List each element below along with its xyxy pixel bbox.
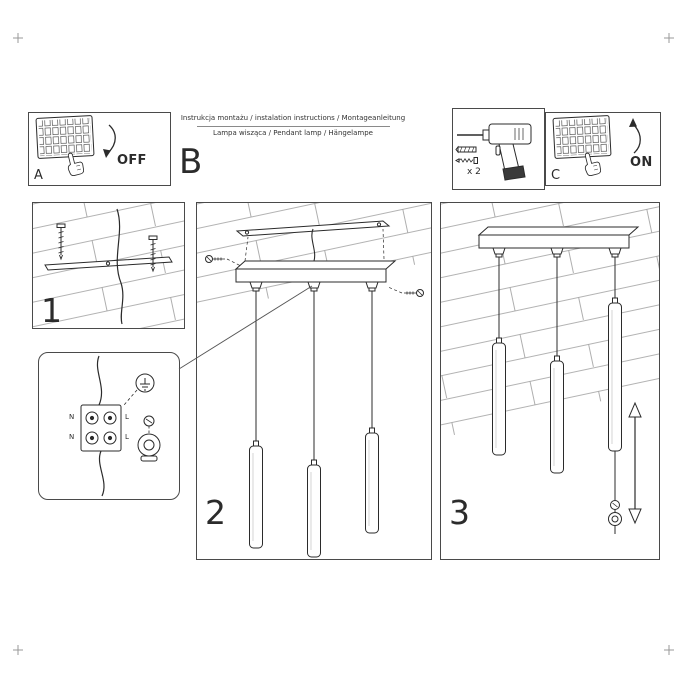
cord-grip (608, 247, 622, 258)
step1-illustration (33, 203, 184, 328)
panel-a-label: A (34, 168, 43, 183)
tools-panel: x 2 (452, 108, 545, 190)
pendant-tube (249, 291, 263, 549)
mounting-rail (44, 256, 173, 271)
power-on-panel: ON C (545, 112, 661, 186)
terminal-n-bottom-label: N (69, 433, 75, 441)
wiring-illustration (80, 355, 161, 497)
mounting-screw-icon (454, 157, 478, 164)
wall-plug-icon (455, 145, 477, 154)
step3-number: 3 (449, 493, 470, 532)
canopy (234, 260, 397, 292)
lamp-wire (99, 450, 105, 497)
power-cable (116, 208, 124, 325)
light-switch-icon (552, 115, 612, 159)
terminal-n-top-label: N (69, 413, 75, 421)
side-screw-icon (205, 255, 244, 268)
screw-icon (56, 223, 66, 261)
power-off-illustration (35, 115, 116, 176)
step3-illustration (441, 203, 659, 534)
off-label: OFF (117, 153, 147, 168)
pendant-tube (307, 291, 321, 558)
pendant-tube (550, 257, 564, 474)
side-screw-icon (387, 286, 424, 297)
flip-up-arrow-icon (629, 118, 641, 154)
center-cable (311, 228, 316, 262)
terminal-l-bottom-label: L (125, 433, 129, 441)
hand-icon (67, 152, 85, 176)
product-title: Lampa wisząca / Pendant lamp / Hängelamp… (213, 129, 373, 137)
canopy (477, 226, 640, 258)
panel-c-label: C (551, 168, 561, 183)
step1-panel: 1 (32, 202, 185, 330)
header-divider (197, 126, 390, 127)
assembly-leader (244, 236, 249, 262)
section-b-label: B (179, 142, 203, 182)
on-label: ON (630, 155, 653, 170)
mounting-rail (235, 220, 391, 237)
strain-relief-icon (137, 415, 161, 462)
step2-illustration (197, 203, 431, 558)
step2-panel: 2 (196, 202, 432, 560)
anchors-count-label: x 2 (467, 167, 481, 177)
supply-wire (96, 355, 103, 406)
power-on-illustration (552, 115, 641, 176)
cord-grip (550, 247, 564, 258)
flip-down-arrow-icon (103, 124, 116, 158)
drill-illustration (454, 123, 532, 181)
terminal-block (80, 404, 122, 452)
earth-symbol-icon (123, 373, 155, 406)
pendant-tube (492, 257, 506, 456)
pendant-tube (365, 291, 379, 534)
hand-icon (584, 152, 602, 176)
power-off-panel: OFF A (28, 112, 171, 186)
terminal-l-top-label: L (125, 413, 129, 421)
cord-grip (365, 281, 379, 292)
wiring-detail-panel: N L N L (38, 352, 180, 500)
cord-grip (307, 281, 321, 292)
step3-panel: 3 (440, 202, 660, 560)
cord-grip-detail (608, 451, 622, 534)
screw-icon (148, 235, 158, 273)
step1-number: 1 (41, 291, 62, 330)
light-switch-icon (35, 115, 95, 159)
height-adjust-arrow (628, 401, 642, 525)
step2-number: 2 (205, 493, 226, 532)
instructions-title: Instrukcja montażu / instalation instruc… (180, 114, 406, 122)
drill-icon (457, 123, 532, 181)
